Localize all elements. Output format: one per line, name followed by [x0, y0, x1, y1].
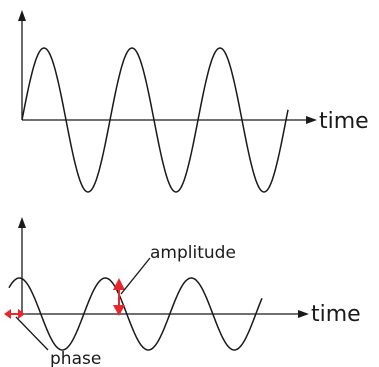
- bottom-x-axis-label: time: [311, 302, 361, 327]
- bottom-x-axis-arrowhead: [298, 310, 309, 318]
- amplitude-label: amplitude: [150, 243, 236, 263]
- amplitude-marker-arrow-down: [113, 305, 125, 316]
- amplitude-marker: [113, 278, 125, 316]
- bottom-y-axis-arrowhead: [18, 217, 26, 228]
- top-x-axis-arrowhead: [306, 116, 317, 124]
- phase-marker: [4, 309, 25, 319]
- phase-marker-arrow-left: [4, 309, 11, 319]
- phase-label: phase: [50, 349, 101, 367]
- phase-marker-arrow-right: [18, 309, 25, 319]
- bottom-sine-wave: [8, 277, 263, 351]
- phase-leader-line: [15, 316, 49, 351]
- top-sine-wave: [21, 47, 289, 193]
- top-x-axis-label: time: [319, 109, 369, 134]
- amplitude-marker-arrow-up: [113, 278, 125, 290]
- top-y-axis-arrowhead: [18, 10, 26, 21]
- amplitude-leader-line: [120, 257, 151, 295]
- bottom-panel: amplitude phase time: [4, 217, 361, 367]
- top-panel: time: [18, 10, 369, 193]
